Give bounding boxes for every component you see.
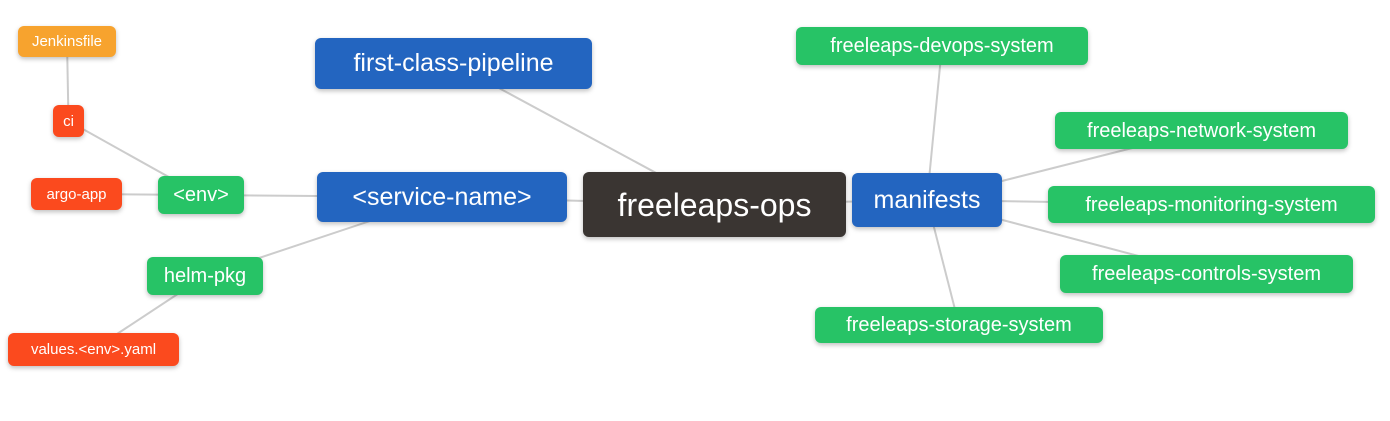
node-first-class-pipeline[interactable]: first-class-pipeline: [315, 38, 592, 89]
node-storage-system[interactable]: freeleaps-storage-system: [815, 307, 1103, 343]
node-values-env-yaml[interactable]: values.<env>.yaml: [8, 333, 179, 366]
node-env[interactable]: <env>: [158, 176, 244, 214]
node-jenkinsfile[interactable]: Jenkinsfile: [18, 26, 116, 57]
node-devops-system[interactable]: freeleaps-devops-system: [796, 27, 1088, 65]
node-manifests[interactable]: manifests: [852, 173, 1002, 227]
node-freeleaps-ops[interactable]: freeleaps-ops: [583, 172, 846, 237]
node-argo-app[interactable]: argo-app: [31, 178, 122, 210]
node-network-system[interactable]: freeleaps-network-system: [1055, 112, 1348, 149]
node-service-name[interactable]: <service-name>: [317, 172, 567, 222]
node-ci[interactable]: ci: [53, 105, 84, 137]
node-controls-system[interactable]: freeleaps-controls-system: [1060, 255, 1353, 293]
node-helm-pkg[interactable]: helm-pkg: [147, 257, 263, 295]
node-monitoring-system[interactable]: freeleaps-monitoring-system: [1048, 186, 1375, 223]
